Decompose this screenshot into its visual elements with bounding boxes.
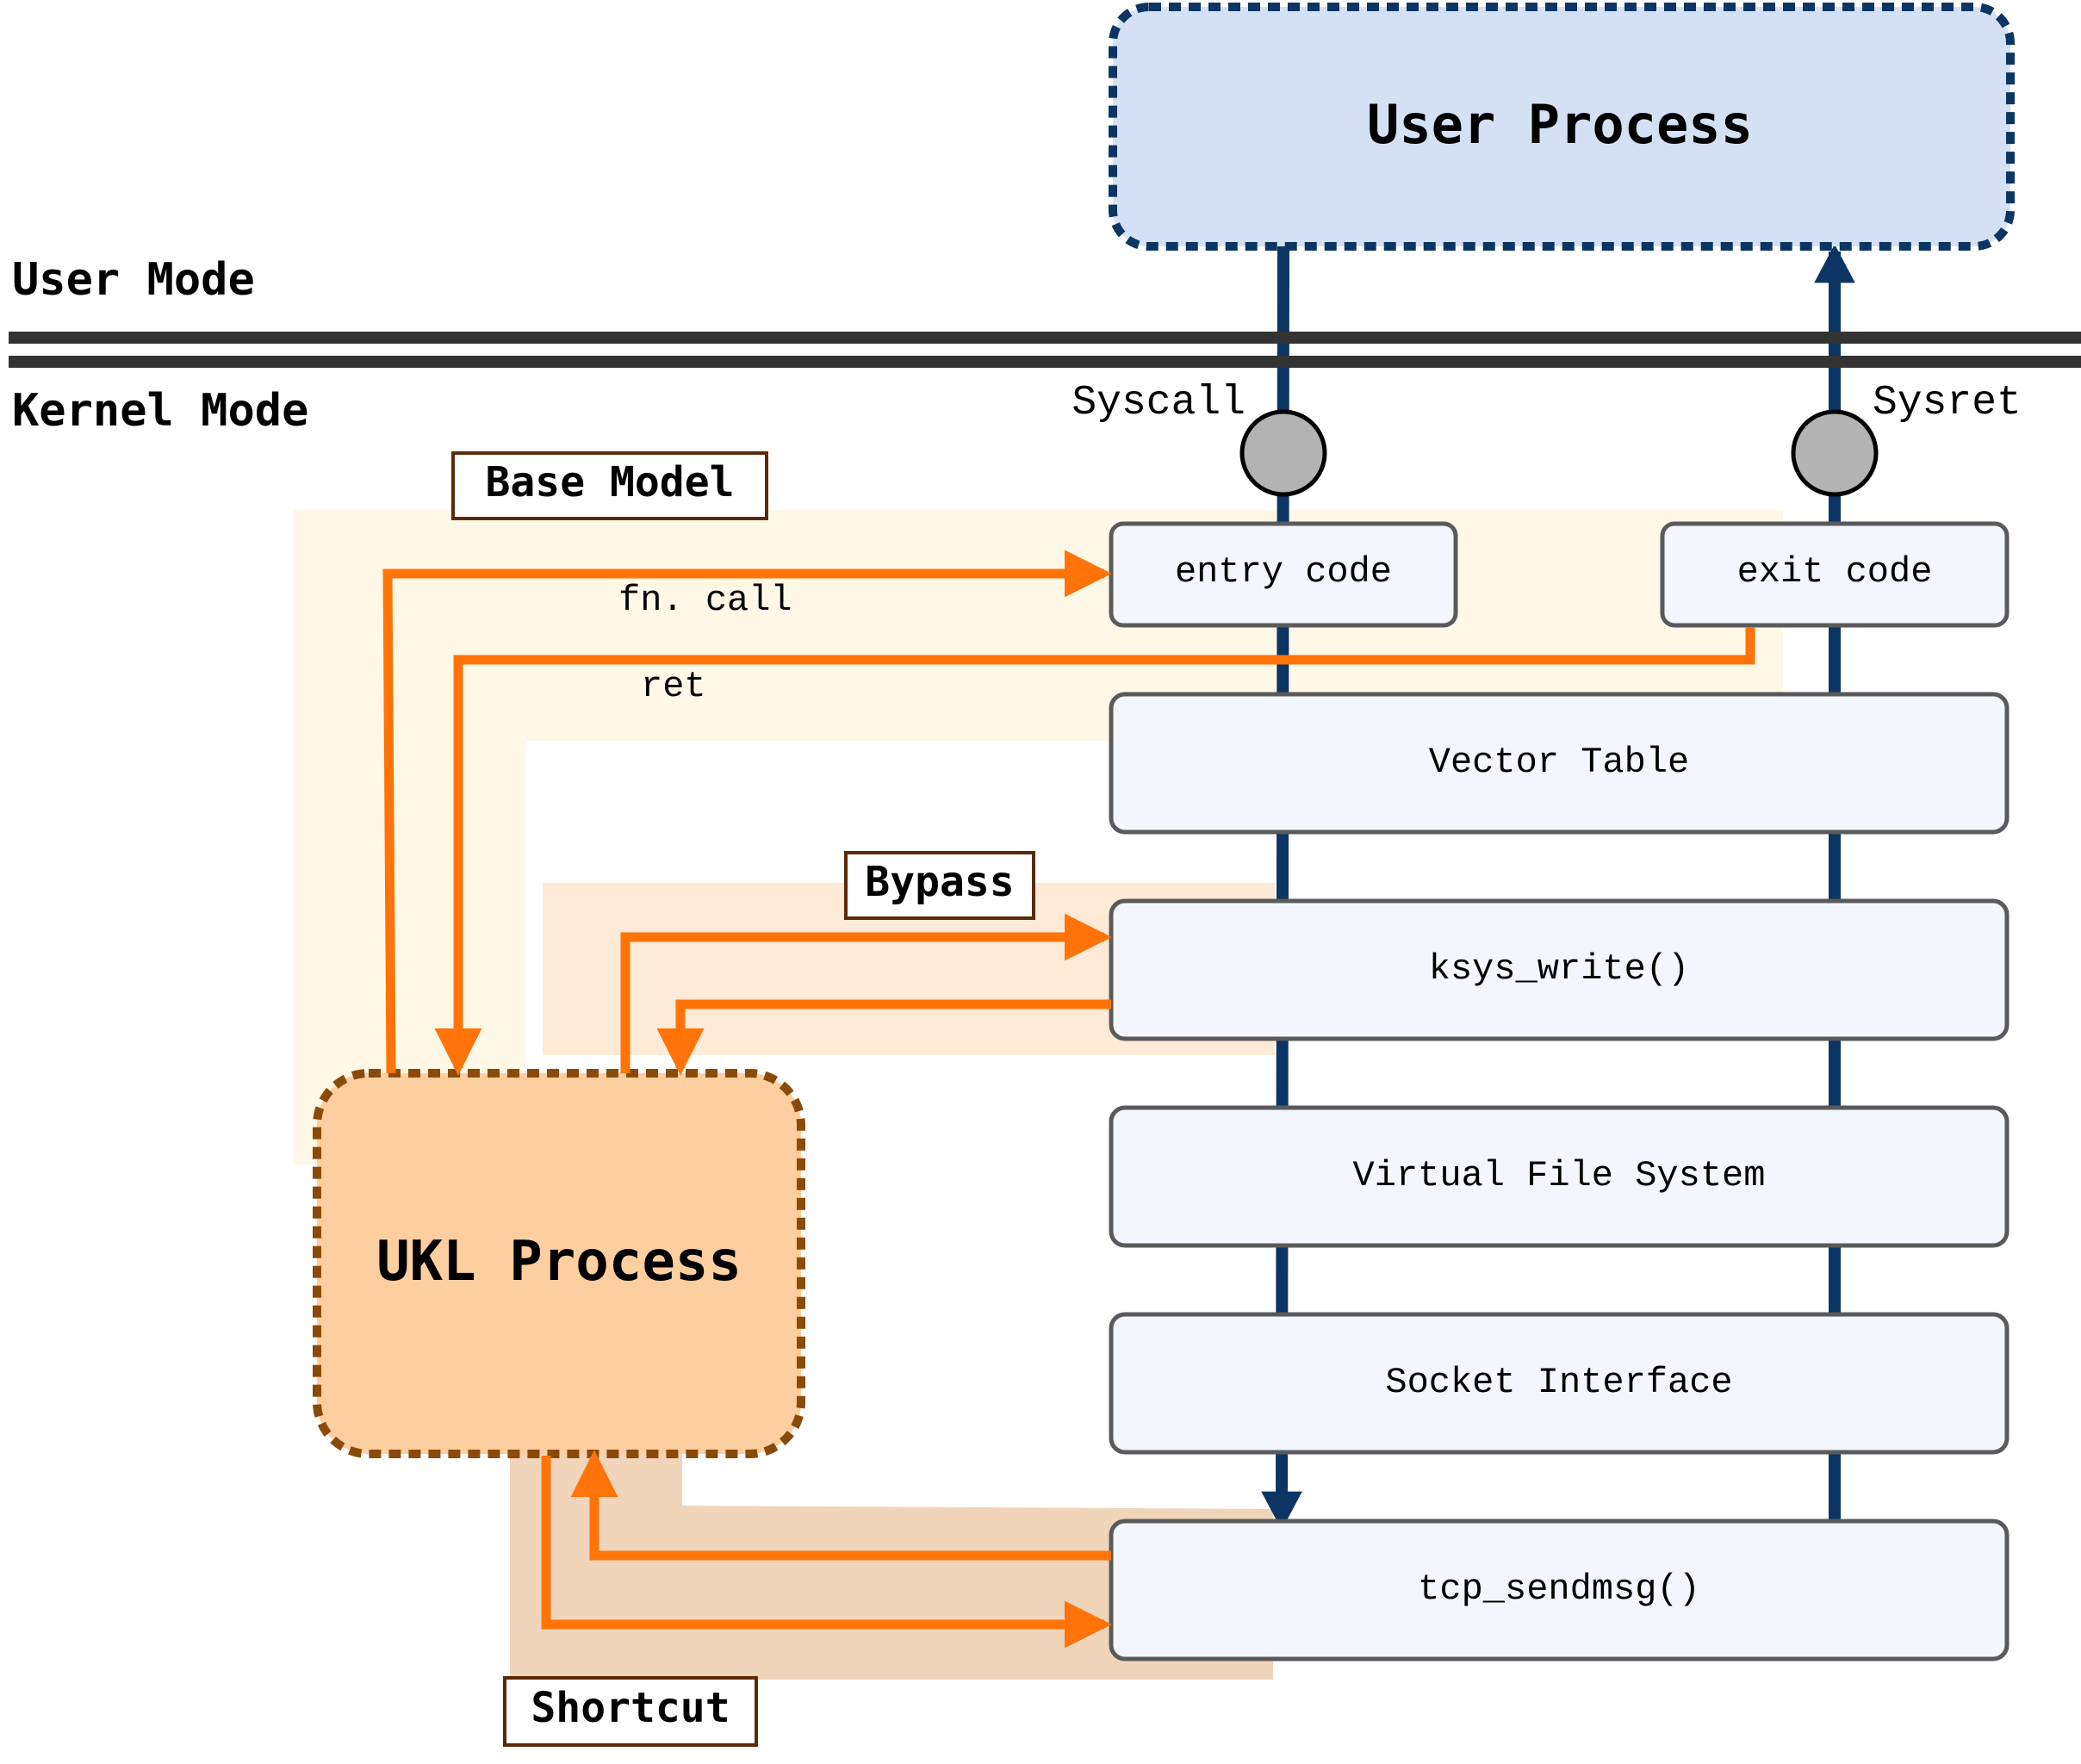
socket-interface-box[interactable]: Socket Interface xyxy=(1109,1312,2010,1455)
user-process-box xyxy=(1109,3,2015,251)
user-process-label: User Process xyxy=(1367,93,1753,156)
shortcut-return-arrow xyxy=(570,1450,1111,1561)
vector-table-box[interactable]: Vector Table xyxy=(1109,692,2010,835)
user-process[interactable]: User Process xyxy=(1109,3,2015,251)
ksys-write-rect xyxy=(1109,898,2010,1041)
bypass-call-arrow xyxy=(620,913,1112,1073)
syscall-node xyxy=(1239,409,1327,497)
entry-code-label: entry code xyxy=(1175,551,1392,593)
base-model-tag: Base Model xyxy=(451,451,768,520)
vfs-rect xyxy=(1109,1105,2010,1248)
fn-call-label: fn. call xyxy=(618,580,792,621)
base-model-tag-box xyxy=(451,451,768,520)
ksys-write-box[interactable]: ksys_write() xyxy=(1109,898,2010,1041)
bypass-tag-box xyxy=(844,851,1035,920)
user-mode-label: User Mode xyxy=(12,254,255,306)
exit-code-rect xyxy=(1660,521,2010,628)
tcp-sendmsg-box[interactable]: tcp_sendmsg() xyxy=(1109,1519,2010,1662)
ukl-process[interactable]: UKL Process xyxy=(313,1069,805,1458)
vector-table-rect xyxy=(1109,692,2010,835)
vfs-label: Virtual File System xyxy=(1353,1155,1766,1196)
base-model-call-arrow xyxy=(382,550,1112,1074)
tcp-sendmsg-label: tcp_sendmsg() xyxy=(1418,1568,1700,1610)
shortcut-call-arrow xyxy=(541,1456,1112,1649)
base-model-tag-label: Base Model xyxy=(486,458,735,506)
entry-code-box[interactable]: entry code xyxy=(1109,521,1458,628)
base-model-return-arrow xyxy=(434,627,1755,1076)
ret-label: ret xyxy=(641,666,706,707)
vfs-box[interactable]: Virtual File System xyxy=(1109,1105,2010,1248)
exit-code-label: exit code xyxy=(1737,551,1933,593)
sysret-label: Sysret xyxy=(1873,380,2022,426)
bypass-tag: Bypass xyxy=(844,851,1035,920)
shortcut-tag-box xyxy=(503,1676,758,1747)
socket-interface-rect xyxy=(1109,1312,2010,1455)
syscall-label: Syscall xyxy=(1072,380,1245,426)
sysret-node xyxy=(1791,409,1879,497)
shortcut-tag: Shortcut xyxy=(503,1676,758,1747)
vector-table-label: Vector Table xyxy=(1429,742,1689,783)
exit-code-box[interactable]: exit code xyxy=(1660,521,2010,628)
tcp-sendmsg-rect xyxy=(1109,1519,2010,1662)
kernel-mode-label: Kernel Mode xyxy=(12,385,308,437)
bypass-return-arrow xyxy=(656,999,1111,1076)
ukl-process-box xyxy=(313,1069,805,1458)
ksys-write-label: ksys_write() xyxy=(1429,948,1689,990)
bypass-tag-label: Bypass xyxy=(865,858,1014,906)
socket-interface-label: Socket Interface xyxy=(1385,1362,1732,1403)
ukl-process-label: UKL Process xyxy=(376,1230,742,1294)
shortcut-tag-label: Shortcut xyxy=(531,1684,730,1732)
base-model-band xyxy=(294,510,1783,1165)
